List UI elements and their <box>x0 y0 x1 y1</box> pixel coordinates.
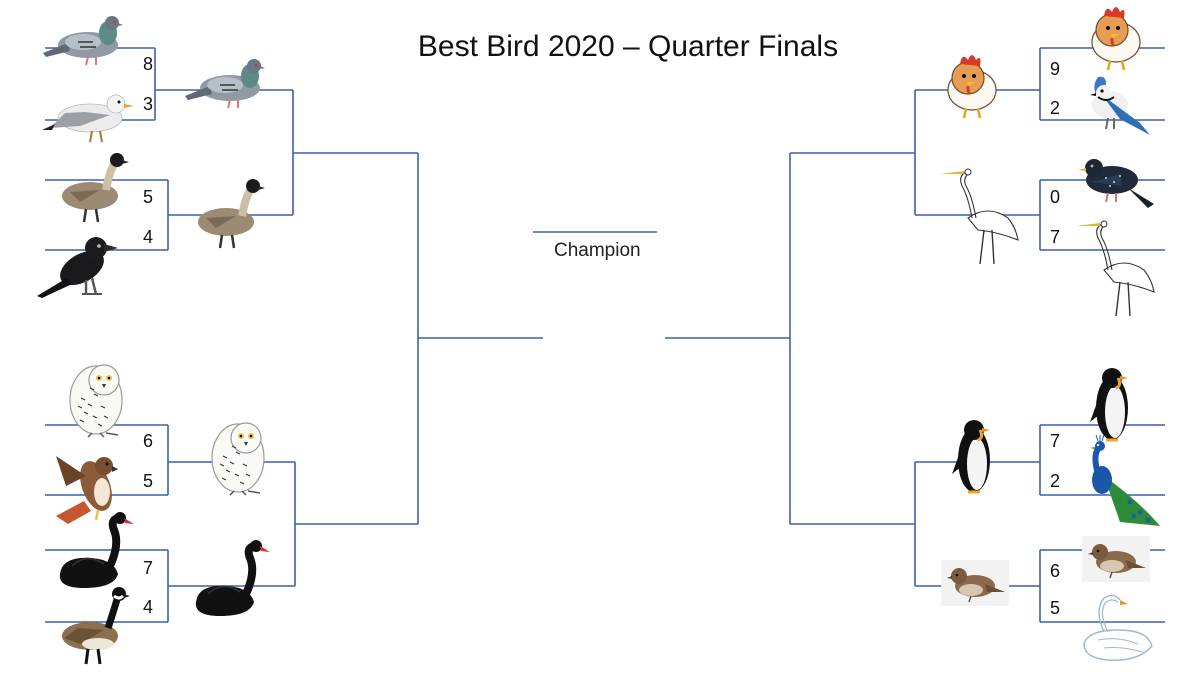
peacock-icon <box>1090 435 1160 526</box>
score-seagull: 3 <box>143 94 154 114</box>
score-pigeon: 8 <box>143 54 154 74</box>
left-semi-2-lines <box>294 462 418 586</box>
score-starling: 0 <box>1050 187 1061 207</box>
score-chicken: 9 <box>1050 59 1061 79</box>
snowy-owl-icon <box>69 364 123 438</box>
score-sparrow: 6 <box>1050 561 1061 581</box>
chicken-winner-icon <box>946 53 998 120</box>
egret-winner-icon <box>939 168 1019 265</box>
right-semi-1-lines <box>790 90 916 215</box>
blue-jay-icon <box>1089 75 1151 136</box>
pigeon-winner-icon <box>184 58 266 109</box>
score-snowy-owl: 6 <box>143 431 154 451</box>
nene-goose-icon <box>62 153 129 222</box>
penguin-winner-icon <box>950 418 992 494</box>
right-match-3-lines <box>915 424 1165 496</box>
snowy-owl-winner-icon <box>211 422 265 496</box>
champion-label: Champion <box>554 240 641 261</box>
black-swan-winner-icon <box>196 540 270 616</box>
hawk-icon <box>54 454 120 526</box>
left-match-4-lines <box>45 549 295 623</box>
score-blue-jay: 2 <box>1050 98 1061 118</box>
penguin-icon <box>1088 366 1130 442</box>
nene-goose-winner-icon <box>198 179 265 248</box>
white-swan-icon <box>1083 594 1153 661</box>
score-penguin: 7 <box>1050 431 1061 451</box>
canada-goose-icon <box>62 587 130 664</box>
left-semi-1-lines <box>292 90 418 215</box>
left-final-lines <box>417 153 543 524</box>
score-hawk: 5 <box>143 471 154 491</box>
chicken-icon <box>1090 5 1142 72</box>
score-peacock: 2 <box>1050 471 1061 491</box>
egret-icon <box>1075 220 1155 317</box>
starling-icon <box>1077 158 1155 209</box>
right-semi-2-lines <box>790 462 916 586</box>
seagull-icon <box>41 94 135 143</box>
score-egret: 7 <box>1050 227 1061 247</box>
score-white-swan: 5 <box>1050 598 1061 618</box>
score-crow: 4 <box>143 227 154 247</box>
score-black-swan: 7 <box>143 558 154 578</box>
crow-icon <box>35 235 120 300</box>
score-nene-goose: 5 <box>143 187 154 207</box>
sparrow-winner-icon <box>940 559 1010 607</box>
score-canada-goose: 4 <box>143 597 154 617</box>
pigeon-icon <box>42 15 124 66</box>
sparrow-icon <box>1081 535 1151 583</box>
page-title: Best Bird 2020 – Quarter Finals <box>417 30 839 63</box>
right-final-lines <box>665 153 791 524</box>
